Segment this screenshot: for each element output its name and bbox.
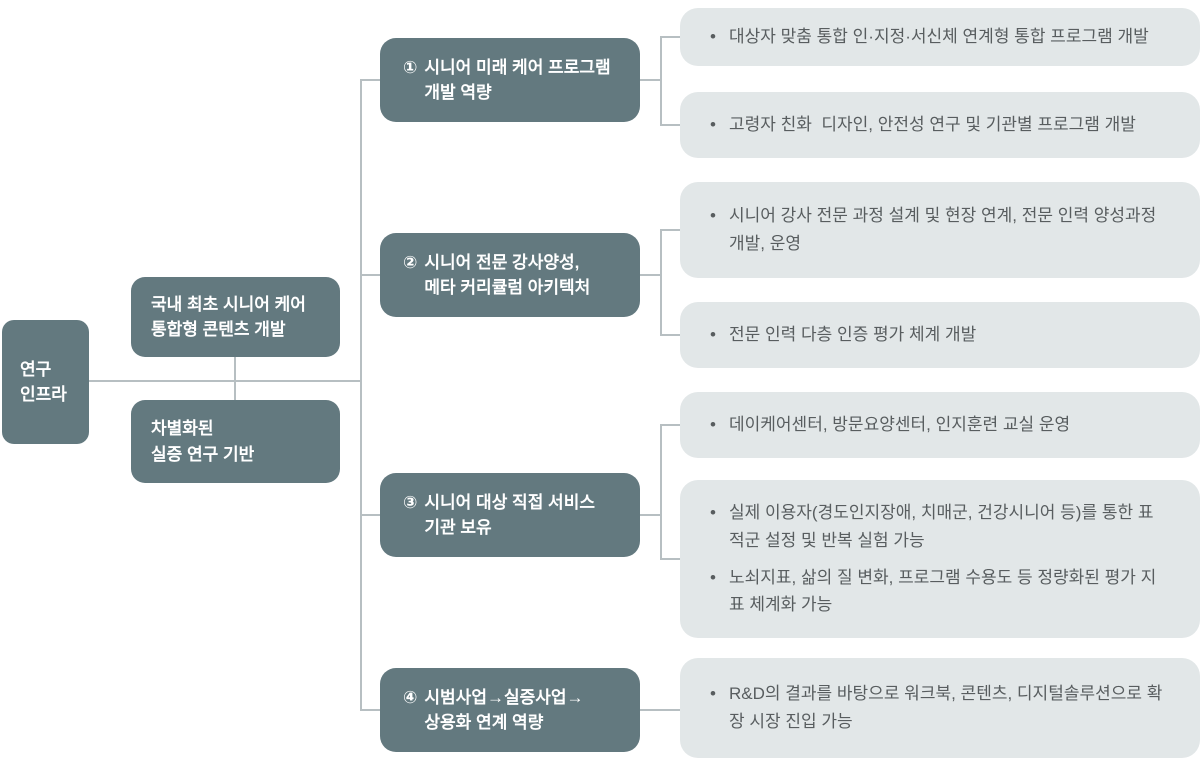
connector-branch1-v — [660, 36, 662, 126]
connector-main-h — [89, 380, 362, 382]
bullet-icon: • — [710, 206, 716, 226]
connector-mid-v — [234, 357, 236, 401]
bullet-icon: • — [710, 503, 716, 523]
branch-1-label: 시니어 미래 케어 프로그램 개발 역량 — [424, 57, 611, 103]
leaf-box-3b: • 실제 이용자(경도인지장애, 치매군, 건강시니어 등)를 통한 표적군 설… — [680, 480, 1200, 638]
leaf-box-1a: • 대상자 맞춤 통합 인·지정·서신체 연계형 통합 프로그램 개발 — [680, 8, 1200, 66]
leaf-text: 시니어 강사 전문 과정 설계 및 현장 연계, 전문 인력 양성과정 개발, … — [729, 206, 1162, 253]
connector-stub-branch-4 — [360, 709, 380, 711]
connector-branch3-leaf2 — [660, 558, 680, 560]
branch-4-number: ④ — [403, 687, 418, 707]
connector-branch2-v — [660, 229, 662, 336]
leaf-text: 노쇠지표, 삶의 질 변화, 프로그램 수용도 등 정량화된 평가 지표 체계화… — [729, 567, 1157, 615]
connector-branch4-out — [640, 709, 680, 711]
bullet-icon: • — [710, 115, 716, 135]
connector-branch3-v — [660, 424, 662, 560]
branch-4-node: ④ 시범사업→실증사업→ 상용화 연계 역량 — [380, 668, 640, 752]
leaf-box-3a: • 데이케어센터, 방문요양센터, 인지훈련 교실 운영 — [680, 392, 1200, 458]
leaf-box-2a: • 시니어 강사 전문 과정 설계 및 현장 연계, 전문 인력 양성과정 개발… — [680, 182, 1200, 278]
connector-stub-branch-2 — [360, 274, 380, 276]
leaf-box-2b: • 전문 인력 다층 인증 평가 체계 개발 — [680, 302, 1200, 368]
connector-branch2-leaf1 — [660, 229, 680, 231]
content-dev-label: 국내 최초 시니어 케어 통합형 콘텐츠 개발 — [151, 294, 306, 340]
leaf-box-1b: • 고령자 친화 디자인, 안전성 연구 및 기관별 프로그램 개발 — [680, 92, 1200, 158]
branch-3-number: ③ — [403, 492, 418, 512]
leaf-text: 전문 인력 다층 인증 평가 체계 개발 — [729, 325, 977, 345]
research-base-label: 차별화된 실증 연구 기반 — [151, 419, 255, 464]
connector-trunk-v — [360, 79, 362, 711]
connector-branch1-leaf2 — [660, 124, 680, 126]
branch-2-label: 시니어 전문 강사양성, 메타 커리큘럼 아키텍처 — [424, 252, 591, 298]
connector-branch2-out — [640, 274, 662, 276]
branch-3-node: ③ 시니어 대상 직접 서비스 기관 보유 — [380, 473, 640, 557]
connector-stub-branch-1 — [360, 79, 380, 81]
research-infra-label: 연구 인프라 — [20, 359, 67, 405]
branch-1-node: ① 시니어 미래 케어 프로그램 개발 역량 — [380, 38, 640, 122]
bullet-icon: • — [710, 415, 716, 435]
connector-branch3-out — [640, 514, 662, 516]
research-infra-node: 연구 인프라 — [2, 320, 89, 444]
branch-2-node: ② 시니어 전문 강사양성, 메타 커리큘럼 아키텍처 — [380, 233, 640, 317]
leaf-text: 대상자 맞춤 통합 인·지정·서신체 연계형 통합 프로그램 개발 — [729, 27, 1149, 47]
connector-branch3-leaf1 — [660, 424, 680, 426]
bullet-icon: • — [710, 27, 716, 47]
bullet-icon: • — [710, 325, 716, 345]
research-base-node: 차별화된 실증 연구 기반 — [131, 400, 340, 483]
content-dev-node: 국내 최초 시니어 케어 통합형 콘텐츠 개발 — [131, 277, 340, 357]
branch-3-label: 시니어 대상 직접 서비스 기관 보유 — [424, 492, 595, 538]
connector-branch2-leaf2 — [660, 334, 680, 336]
leaf-box-4a: • R&D의 결과를 바탕으로 워크북, 콘텐츠, 디지털솔루션으로 확장 시장… — [680, 658, 1200, 758]
branch-1-number: ① — [403, 57, 418, 77]
branch-2-number: ② — [403, 252, 418, 272]
bullet-icon: • — [710, 684, 716, 704]
branch-4-label: 시범사업→실증사업→ 상용화 연계 역량 — [424, 687, 584, 733]
leaf-text: 실제 이용자(경도인지장애, 치매군, 건강시니어 등)를 통한 표적군 설정 … — [729, 503, 1154, 550]
leaf-text: R&D의 결과를 바탕으로 워크북, 콘텐츠, 디지털솔루션으로 확장 시장 진… — [729, 684, 1163, 731]
connector-branch1-out — [640, 79, 662, 81]
bullet-icon: • — [710, 567, 716, 587]
connector-branch1-leaf1 — [660, 36, 680, 38]
connector-stub-branch-3 — [360, 514, 380, 516]
leaf-text: 데이케어센터, 방문요양센터, 인지훈련 교실 운영 — [729, 415, 1071, 435]
leaf-text: 고령자 친화 디자인, 안전성 연구 및 기관별 프로그램 개발 — [729, 115, 1136, 135]
